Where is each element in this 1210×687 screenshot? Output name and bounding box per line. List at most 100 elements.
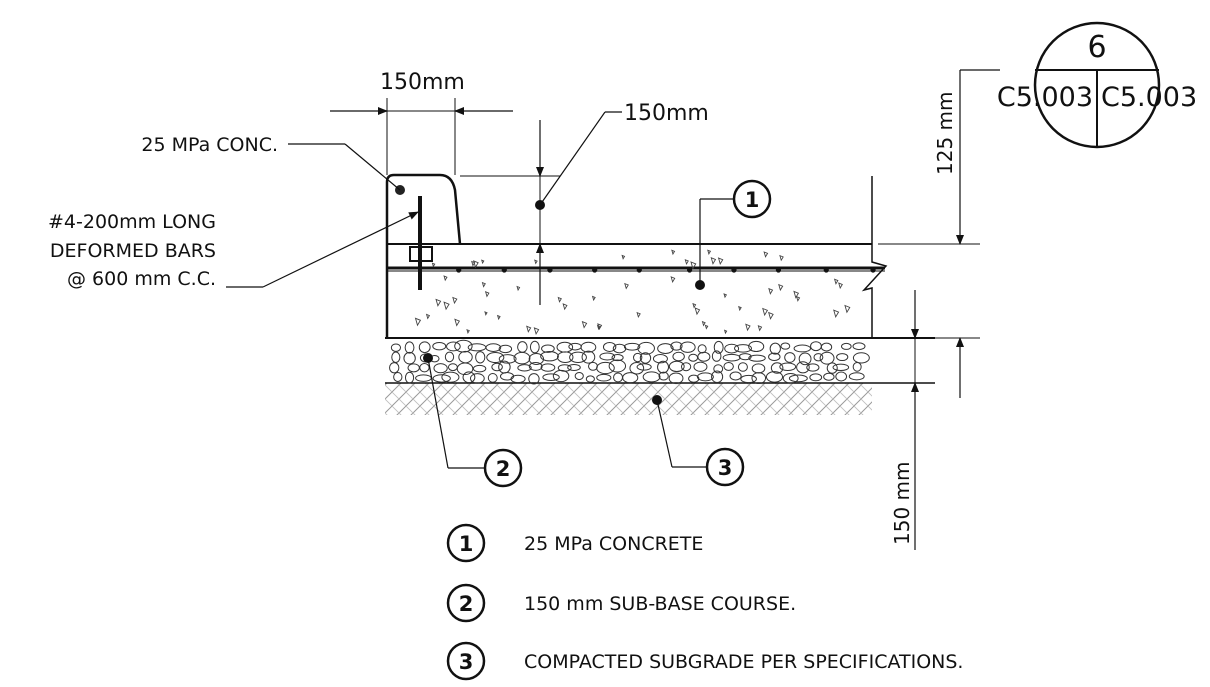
aggregate-speck — [717, 257, 724, 266]
aggregate-speck — [704, 324, 709, 330]
leader-curb-concrete — [288, 143, 401, 191]
gravel-stone — [462, 371, 476, 384]
aggregate-speck — [833, 278, 839, 285]
gravel-stone — [836, 353, 849, 362]
gravel-stone — [529, 340, 540, 354]
gravel-stone — [780, 342, 791, 350]
gravel-stone — [498, 344, 513, 354]
gravel-stone — [751, 372, 767, 385]
gravel-stone — [393, 371, 403, 382]
aggregate-speck — [557, 296, 562, 303]
callout-dowel-line1: #4-200mm LONG — [48, 211, 216, 233]
gravel-stone — [819, 351, 835, 365]
gravel-stone — [403, 351, 416, 365]
aggregate-speck — [701, 320, 706, 327]
aggregate-speck — [710, 257, 717, 265]
gravel-stone — [713, 364, 724, 374]
gravel-stone — [657, 343, 674, 355]
aggregate-speck — [793, 290, 800, 299]
gravel-stone — [680, 362, 692, 372]
gravel-stone — [668, 372, 684, 385]
gravel-stone — [540, 351, 559, 362]
gravel-stone — [784, 352, 796, 363]
gravel-stone — [581, 350, 596, 364]
detail-sheet-left: C5.003 — [997, 82, 1093, 113]
gravel-stone — [528, 352, 545, 365]
gravel-stone — [475, 351, 486, 364]
gravel-stone — [498, 354, 517, 364]
gravel-stone — [826, 362, 838, 374]
gravel-stone — [637, 341, 655, 355]
gravel-stone — [407, 363, 420, 373]
marker-1-leader — [695, 179, 772, 290]
gravel-stone — [769, 342, 781, 355]
aggregate-speck — [484, 311, 488, 316]
aggregate-speck — [534, 259, 538, 265]
gravel-stone — [499, 372, 515, 381]
aggregate-speck — [484, 291, 490, 298]
gravel-stone — [636, 363, 652, 371]
rebar-dot — [775, 267, 782, 273]
gravel-stone — [724, 343, 740, 354]
gravel-stone — [585, 375, 595, 383]
gravel-stone — [588, 361, 598, 371]
gravel-stone — [486, 351, 505, 364]
aggregate-speck — [738, 305, 742, 312]
marker-3-leader — [652, 395, 745, 487]
gravel-stone — [622, 372, 639, 384]
subgrade-hatch — [385, 383, 872, 415]
gravel-stone — [568, 342, 582, 351]
aggregate-speck — [621, 254, 626, 260]
gravel-stone — [688, 353, 699, 362]
aggregate-speck — [516, 285, 521, 292]
aggregate-speck — [768, 311, 774, 320]
aggregate-speck — [443, 275, 448, 282]
aggregate-speck — [466, 328, 470, 335]
rebar-dot — [823, 267, 829, 273]
aggregate-speck — [757, 325, 763, 332]
gravel-stone — [608, 359, 627, 373]
detail-number: 6 — [1087, 30, 1106, 65]
aggregate-speck — [452, 296, 458, 305]
gravel-stone — [729, 371, 742, 381]
aggregate-speck — [596, 324, 601, 331]
gravel-stone — [652, 354, 668, 364]
aggregate-speck — [795, 295, 801, 302]
aggregate-speck — [533, 327, 540, 336]
gravel-stone — [713, 340, 724, 354]
marker-3-number: 3 — [718, 456, 733, 480]
callout-dowel-line3: @ 600 mm C.C. — [67, 268, 216, 290]
gravel-stone — [569, 351, 587, 363]
gravel-stone — [432, 374, 451, 383]
gravel-stone — [722, 353, 741, 362]
aggregate-speck — [581, 320, 588, 329]
gravel-stone — [389, 362, 400, 374]
legend-item-2-number: 2 — [459, 592, 474, 616]
gravel-stone — [454, 339, 473, 353]
gravel-stone — [734, 344, 752, 353]
gravel-stone — [528, 373, 540, 385]
legend-item-1-text: 25 MPa CONCRETE — [524, 533, 703, 555]
legend-item-3-number: 3 — [459, 650, 474, 674]
legend-item-3: 3 COMPACTED SUBGRADE PER SPECIFICATIONS. — [446, 641, 963, 681]
gravel-stone — [672, 351, 685, 362]
callout-curb-concrete: 25 MPa CONC. — [141, 134, 278, 156]
gravel-stone — [517, 341, 528, 353]
aggregate-speck — [707, 249, 712, 256]
gravel-stone — [458, 350, 473, 364]
gravel-stone — [796, 361, 810, 374]
gravel-stone — [629, 362, 645, 375]
gravel-stone — [768, 352, 781, 362]
aggregate-speck — [443, 301, 450, 311]
aggregate-speck — [454, 318, 461, 327]
gravel-stone — [599, 352, 616, 361]
gravel-stone — [485, 343, 502, 352]
aggregate-speck — [562, 303, 568, 311]
gravel-stone — [613, 372, 623, 383]
gravel-stone — [513, 351, 531, 365]
gravel-stone — [528, 362, 543, 371]
gravel-stone — [737, 362, 748, 372]
aggregate-speck — [762, 307, 769, 317]
gravel-stone — [472, 364, 487, 373]
